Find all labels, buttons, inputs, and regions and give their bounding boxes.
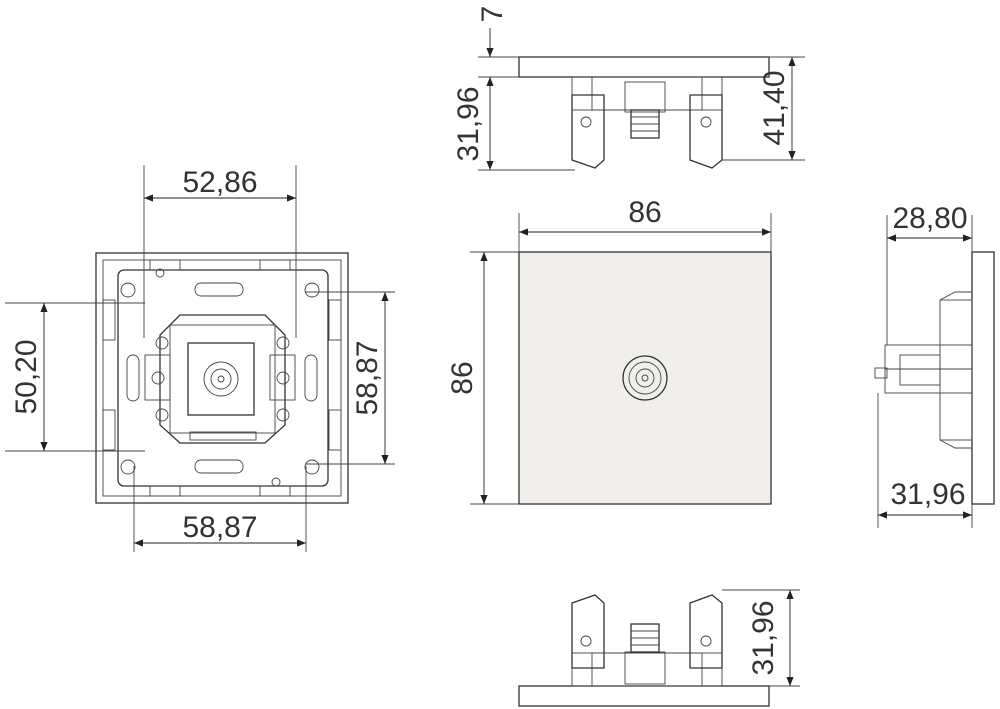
dim-face-height: 86 [446,361,479,394]
dim-front-top-width: 52,86 [182,166,257,199]
dim-top-depth: 31,96 [452,86,485,161]
face-view-dimensions: 86 86 [446,196,772,505]
side-view [874,251,995,505]
face-view [518,251,772,505]
top-view-dimensions: 7 31,96 41,40 [452,6,805,171]
side-view-dimensions: 28,80 31,96 [877,202,973,528]
dim-top-plate-thickness: 7 [476,6,509,23]
dim-side-top-depth: 28,80 [892,202,967,235]
front-view-mechanism [95,252,349,504]
top-view [518,56,770,169]
dim-front-bottom-width: 58,87 [182,511,257,544]
dim-face-width: 86 [628,196,661,229]
dim-bottom-depth: 31,96 [747,600,780,675]
bottom-view [518,594,770,707]
dim-top-total-depth: 41,40 [758,70,791,145]
bottom-view-dimensions: 31,96 [722,589,800,687]
dim-front-left-height: 50,20 [10,339,43,414]
front-view-dimensions: 52,86 50,20 58,87 58,87 [5,165,395,552]
dim-side-bottom-depth: 31,96 [890,478,965,511]
dim-front-right-height: 58,87 [351,340,384,415]
